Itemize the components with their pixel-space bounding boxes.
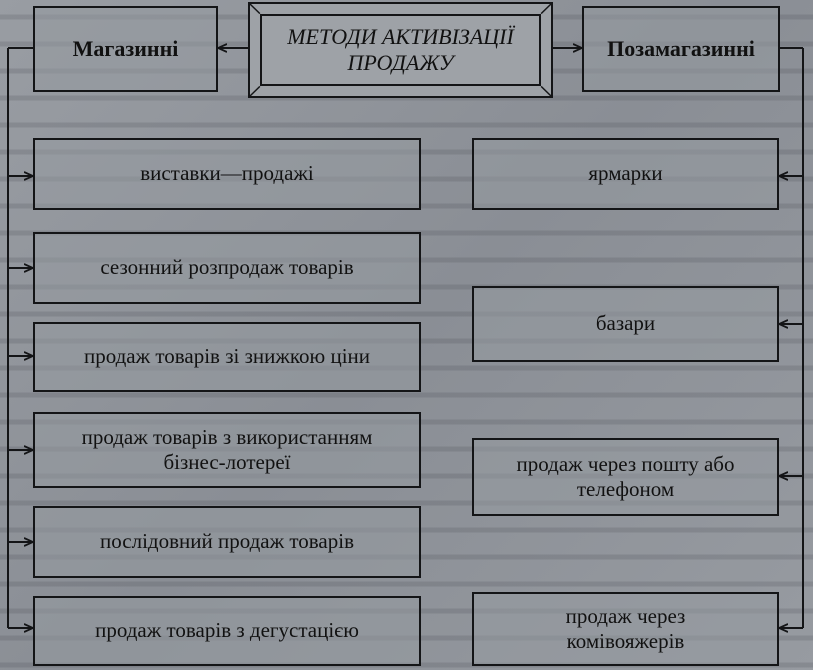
right-item-label: продаж через пошту або телефоном — [516, 451, 735, 501]
left-item-box: сезонний розпродаж товарів — [33, 232, 421, 304]
left-item-label: послідовний продаж товарів — [100, 529, 354, 554]
right-item-label: ярмарки — [588, 161, 663, 186]
left-header-box: Магазинні — [33, 6, 218, 92]
left-header-label: Магазинні — [72, 35, 179, 61]
right-item-label: базари — [595, 311, 656, 336]
right-item-box: ярмарки — [472, 138, 779, 210]
right-header-box: Позамагазинні — [582, 6, 780, 92]
left-item-box: продаж товарів з дегустацією — [33, 596, 421, 666]
left-item-box: продаж товарів з використанням бізнес-ло… — [33, 412, 421, 488]
right-item-box: продаж через комівояжерів — [472, 592, 779, 666]
right-item-box: базари — [472, 286, 779, 362]
left-item-label: продаж товарів з використанням бізнес-ло… — [81, 424, 373, 474]
title-bevel-decoration — [250, 4, 551, 96]
right-item-box: продаж через пошту або телефоном — [472, 438, 779, 516]
left-item-label: продаж товарів зі знижкою ціни — [83, 344, 371, 369]
right-header-label: Позамагазинні — [607, 35, 755, 61]
left-item-box: продаж товарів зі знижкою ціни — [33, 322, 421, 392]
left-item-label: продаж товарів з дегустацією — [95, 618, 359, 643]
right-item-label: продаж через комівояжерів — [565, 603, 686, 653]
left-item-box: послідовний продаж товарів — [33, 506, 421, 578]
left-item-box: виставки—продажі — [33, 138, 421, 210]
diagram-title-frame: МЕТОДИ АКТИВІЗАЦІЇ ПРОДАЖУ — [248, 2, 553, 98]
left-item-label: сезонний розпродаж товарів — [100, 255, 354, 280]
diagram-title: МЕТОДИ АКТИВІЗАЦІЇ ПРОДАЖУ — [260, 14, 541, 86]
left-item-label: виставки—продажі — [140, 161, 314, 186]
